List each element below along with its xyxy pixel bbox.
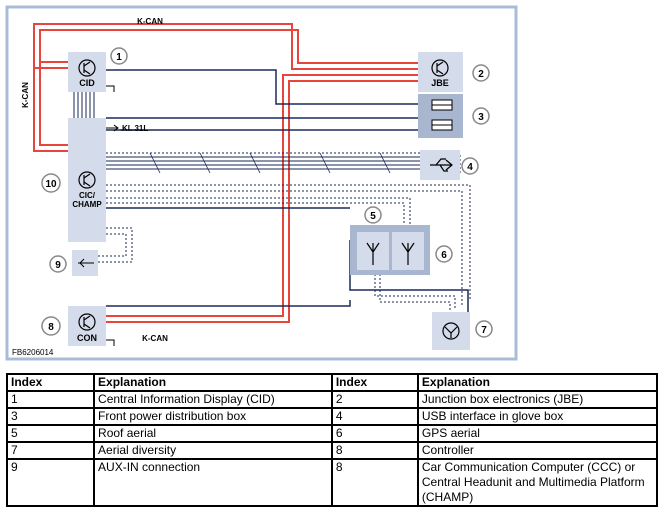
callout-8 (41, 316, 61, 336)
legend-index: 3 (5, 407, 96, 426)
cic-label-line1: CIC/ (79, 191, 96, 200)
callout-6-number: 6 (441, 250, 447, 261)
callout-1-number: 1 (116, 52, 122, 63)
usb-icon (430, 158, 453, 172)
table-row: 7 Aerial diversity 8 Controller (5, 441, 659, 460)
con-label: CON (77, 333, 97, 343)
cid-transistor-icon (78, 59, 96, 77)
table-row: 3 Front power distribution box 4 USB int… (5, 407, 659, 426)
terminal-31l-label: Kl. 31L (122, 124, 148, 133)
callout-2-number: 2 (478, 69, 484, 80)
jbe-transistor-icon (431, 59, 449, 77)
legend-explanation: GPS aerial (416, 424, 659, 443)
cic-champ-module (68, 118, 106, 242)
cic-label-line2: CHAMP (72, 200, 102, 209)
legend-table: Index Explanation Index Explanation 1 Ce… (5, 373, 659, 507)
legend-explanation: USB interface in glove box (416, 407, 659, 426)
legend-explanation: Roof aerial (93, 424, 333, 443)
legend-index: 5 (5, 424, 96, 443)
signal-wires (106, 69, 469, 320)
k-can-label-bottom: K-CAN (142, 334, 168, 343)
table-row: 5 Roof aerial 6 GPS aerial (5, 424, 659, 443)
cid-cic-link (73, 92, 95, 118)
callout-9-number: 9 (55, 260, 61, 271)
table-row: 9 AUX-IN connection 8 Car Communication … (5, 458, 659, 507)
legend-index: 8 (330, 458, 419, 507)
legend-header-explanation: Explanation (416, 373, 659, 392)
legend-header-index: Index (330, 373, 419, 392)
cic-transistor-icon (78, 171, 96, 189)
legend-index: 8 (330, 441, 419, 460)
callout-5-number: 5 (370, 211, 376, 222)
legend-header-explanation: Explanation (93, 373, 333, 392)
k-can-label-top: K-CAN (137, 17, 163, 26)
k-can-bus (33, 23, 418, 323)
callout-4 (461, 157, 479, 175)
legend-explanation: Controller (416, 441, 659, 460)
legend-explanation: Car Communication Computer (CCC) or Cent… (416, 458, 659, 507)
callout-10 (41, 173, 61, 193)
con-transistor-icon (78, 313, 96, 331)
callout-2 (472, 64, 490, 82)
callout-8-number: 8 (48, 322, 54, 333)
cid-label: CID (79, 78, 95, 88)
legend-index: 1 (5, 390, 96, 409)
callout-3-number: 3 (478, 112, 484, 123)
callout-3 (472, 107, 490, 125)
legend-header-row: Index Explanation Index Explanation (5, 373, 659, 392)
antenna-icons (366, 242, 415, 265)
con-ground (106, 339, 115, 346)
legend-index: 7 (5, 441, 96, 460)
jbe-label: JBE (431, 78, 449, 88)
terminal-31l-arrow (106, 124, 119, 132)
callout-10-number: 10 (45, 179, 57, 190)
wiring-diagram: CID 1 CIC/ CHAMP 10 Kl. 31L JBE 2 3 4 (5, 5, 518, 361)
callout-5 (364, 206, 382, 224)
cid-ground (106, 85, 115, 92)
fuse-icons (431, 99, 453, 131)
table-row: 1 Central Information Display (CID) 2 Ju… (5, 390, 659, 409)
callout-7-number: 7 (481, 325, 487, 336)
legend-index: 9 (5, 458, 96, 507)
diversity-transistor-icon (442, 322, 460, 340)
shielded-wires (98, 152, 471, 310)
aux-jack-icon (78, 258, 94, 268)
legend-index: 4 (330, 407, 419, 426)
usb-wire-bundle (106, 152, 420, 174)
callout-9 (49, 255, 67, 273)
callout-1 (110, 47, 128, 65)
legend-index: 2 (330, 390, 419, 409)
legend-explanation: AUX-IN connection (93, 458, 333, 507)
legend-explanation: Aerial diversity (93, 441, 333, 460)
callout-7 (475, 320, 493, 338)
k-can-label-left: K-CAN (21, 82, 30, 108)
legend-index: 6 (330, 424, 419, 443)
aerial-diversity-module (432, 312, 470, 350)
callout-4-number: 4 (467, 162, 473, 173)
legend-explanation: Central Information Display (CID) (93, 390, 333, 409)
figure-id: FB6206014 (12, 348, 54, 357)
legend-explanation: Junction box electronics (JBE) (416, 390, 659, 409)
legend-header-index: Index (5, 373, 96, 392)
callout-6 (435, 245, 453, 263)
legend-explanation: Front power distribution box (93, 407, 333, 426)
